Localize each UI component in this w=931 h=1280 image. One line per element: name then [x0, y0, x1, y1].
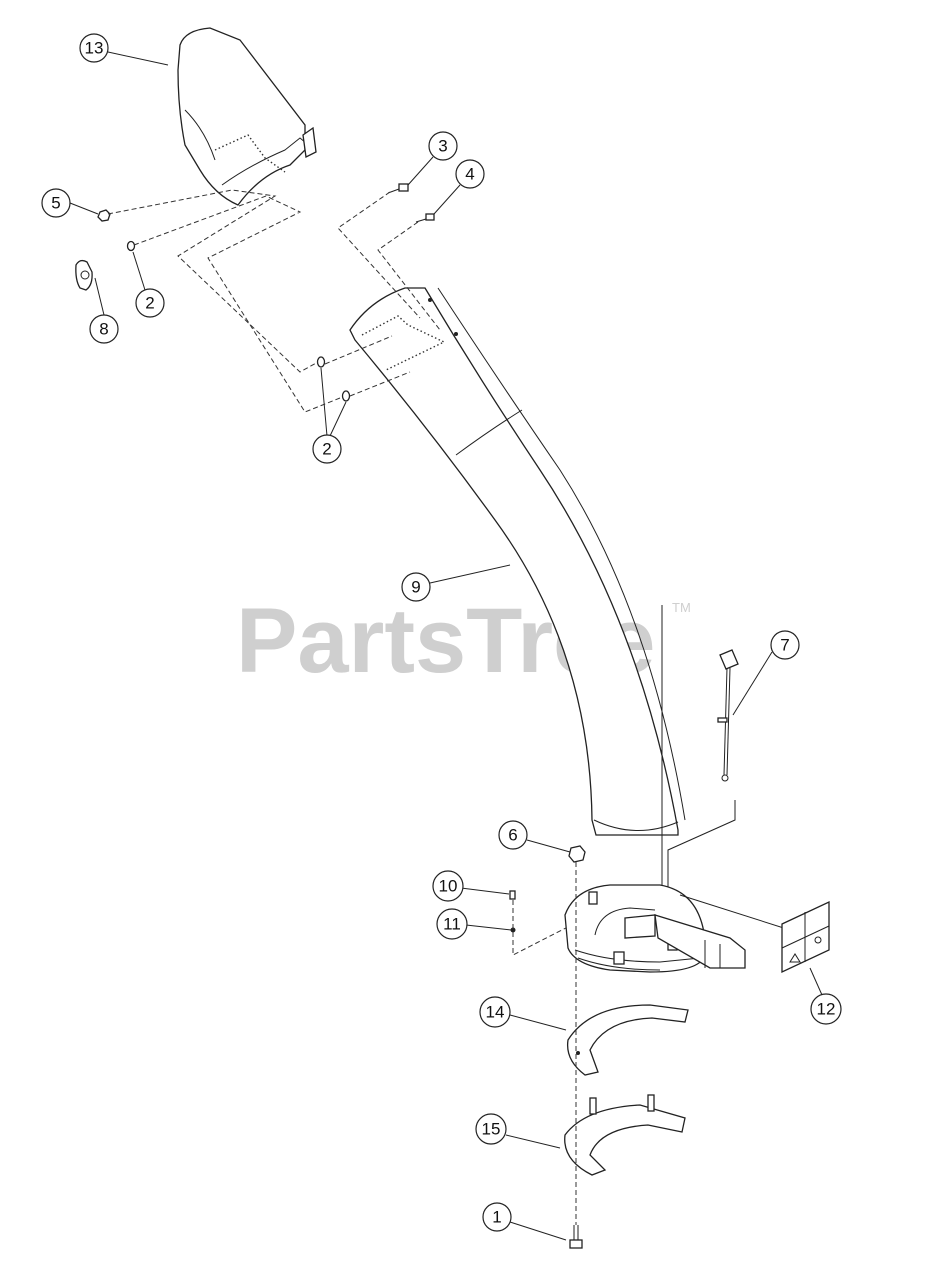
- bolt-part-1: [569, 1225, 583, 1249]
- callout-6-label: 6: [508, 826, 517, 845]
- callout-2a-label: 2: [145, 294, 154, 313]
- callout-13-label: 13: [85, 39, 104, 58]
- callout-11-label: 11: [443, 915, 461, 934]
- pin-part-10: [509, 890, 516, 900]
- callout-13: 13: [79, 33, 109, 63]
- decal-part-12: [781, 900, 830, 974]
- callout-2a: 2: [135, 288, 165, 318]
- chute-rivet: [428, 298, 432, 302]
- nut-part-6: [568, 845, 586, 863]
- rod-link-line: [667, 800, 736, 905]
- washer-part-2-mid: [316, 356, 326, 368]
- chute-base-assembly: [564, 884, 746, 973]
- callout-8: 8: [89, 314, 119, 344]
- callout-1: 1: [482, 1202, 512, 1232]
- callout-14: 14: [479, 996, 511, 1028]
- callout-1-label: 1: [492, 1208, 501, 1227]
- ring-plate-part-15: [564, 1094, 686, 1176]
- bolt-part-4: [415, 213, 435, 223]
- callout-10-label: 10: [439, 877, 458, 896]
- assembly-line-bolt-4: [377, 221, 441, 331]
- nut-part-5: [97, 209, 111, 222]
- callout-9: 9: [401, 572, 431, 602]
- callout-2b: 2: [312, 434, 342, 464]
- callout-15: 15: [475, 1113, 507, 1145]
- callout-7-label: 7: [780, 636, 789, 655]
- callout-4: 4: [455, 159, 485, 189]
- callout-11: 11: [436, 908, 468, 940]
- chute-rivet: [454, 332, 458, 336]
- control-rod-part-7: [717, 649, 739, 782]
- callout-4-label: 4: [465, 165, 474, 184]
- callout-2b-label: 2: [322, 440, 331, 459]
- callout-6: 6: [498, 820, 528, 850]
- assembly-line-knob: [107, 189, 319, 373]
- bolt-part-3: [387, 183, 409, 194]
- assembly-line-washer-low: [349, 371, 411, 397]
- assembly-line-pin: [512, 884, 651, 956]
- callout-8-label: 8: [99, 320, 108, 339]
- callout-3-label: 3: [438, 137, 447, 156]
- watermark-trademark: TM: [672, 600, 691, 615]
- assembly-line-washer-mid: [324, 335, 393, 365]
- callout-7: 7: [770, 630, 800, 660]
- callout-12: 12: [810, 993, 842, 1025]
- callout-5-label: 5: [51, 194, 60, 213]
- callout-3: 3: [428, 131, 458, 161]
- clip-part-11: [510, 927, 516, 933]
- callout-15-label: 15: [482, 1120, 501, 1139]
- assembly-line-bolt-3: [337, 191, 421, 319]
- wing-knob-part-8: [75, 259, 93, 291]
- leader-lines: [69, 51, 823, 1241]
- callout-5: 5: [41, 188, 71, 218]
- ring-part-14: [566, 1004, 689, 1076]
- deflector-part: [177, 27, 317, 206]
- decal-leader-line: [679, 894, 791, 931]
- chute-part-9: [349, 287, 686, 836]
- callout-12-label: 12: [817, 1000, 836, 1019]
- washer-part-2-upper: [126, 240, 136, 252]
- callout-14-label: 14: [486, 1003, 505, 1022]
- callout-10: 10: [432, 870, 464, 902]
- callout-9-label: 9: [411, 578, 420, 597]
- washer-part-2-low: [341, 390, 351, 402]
- assembly-line-washer: [133, 195, 341, 413]
